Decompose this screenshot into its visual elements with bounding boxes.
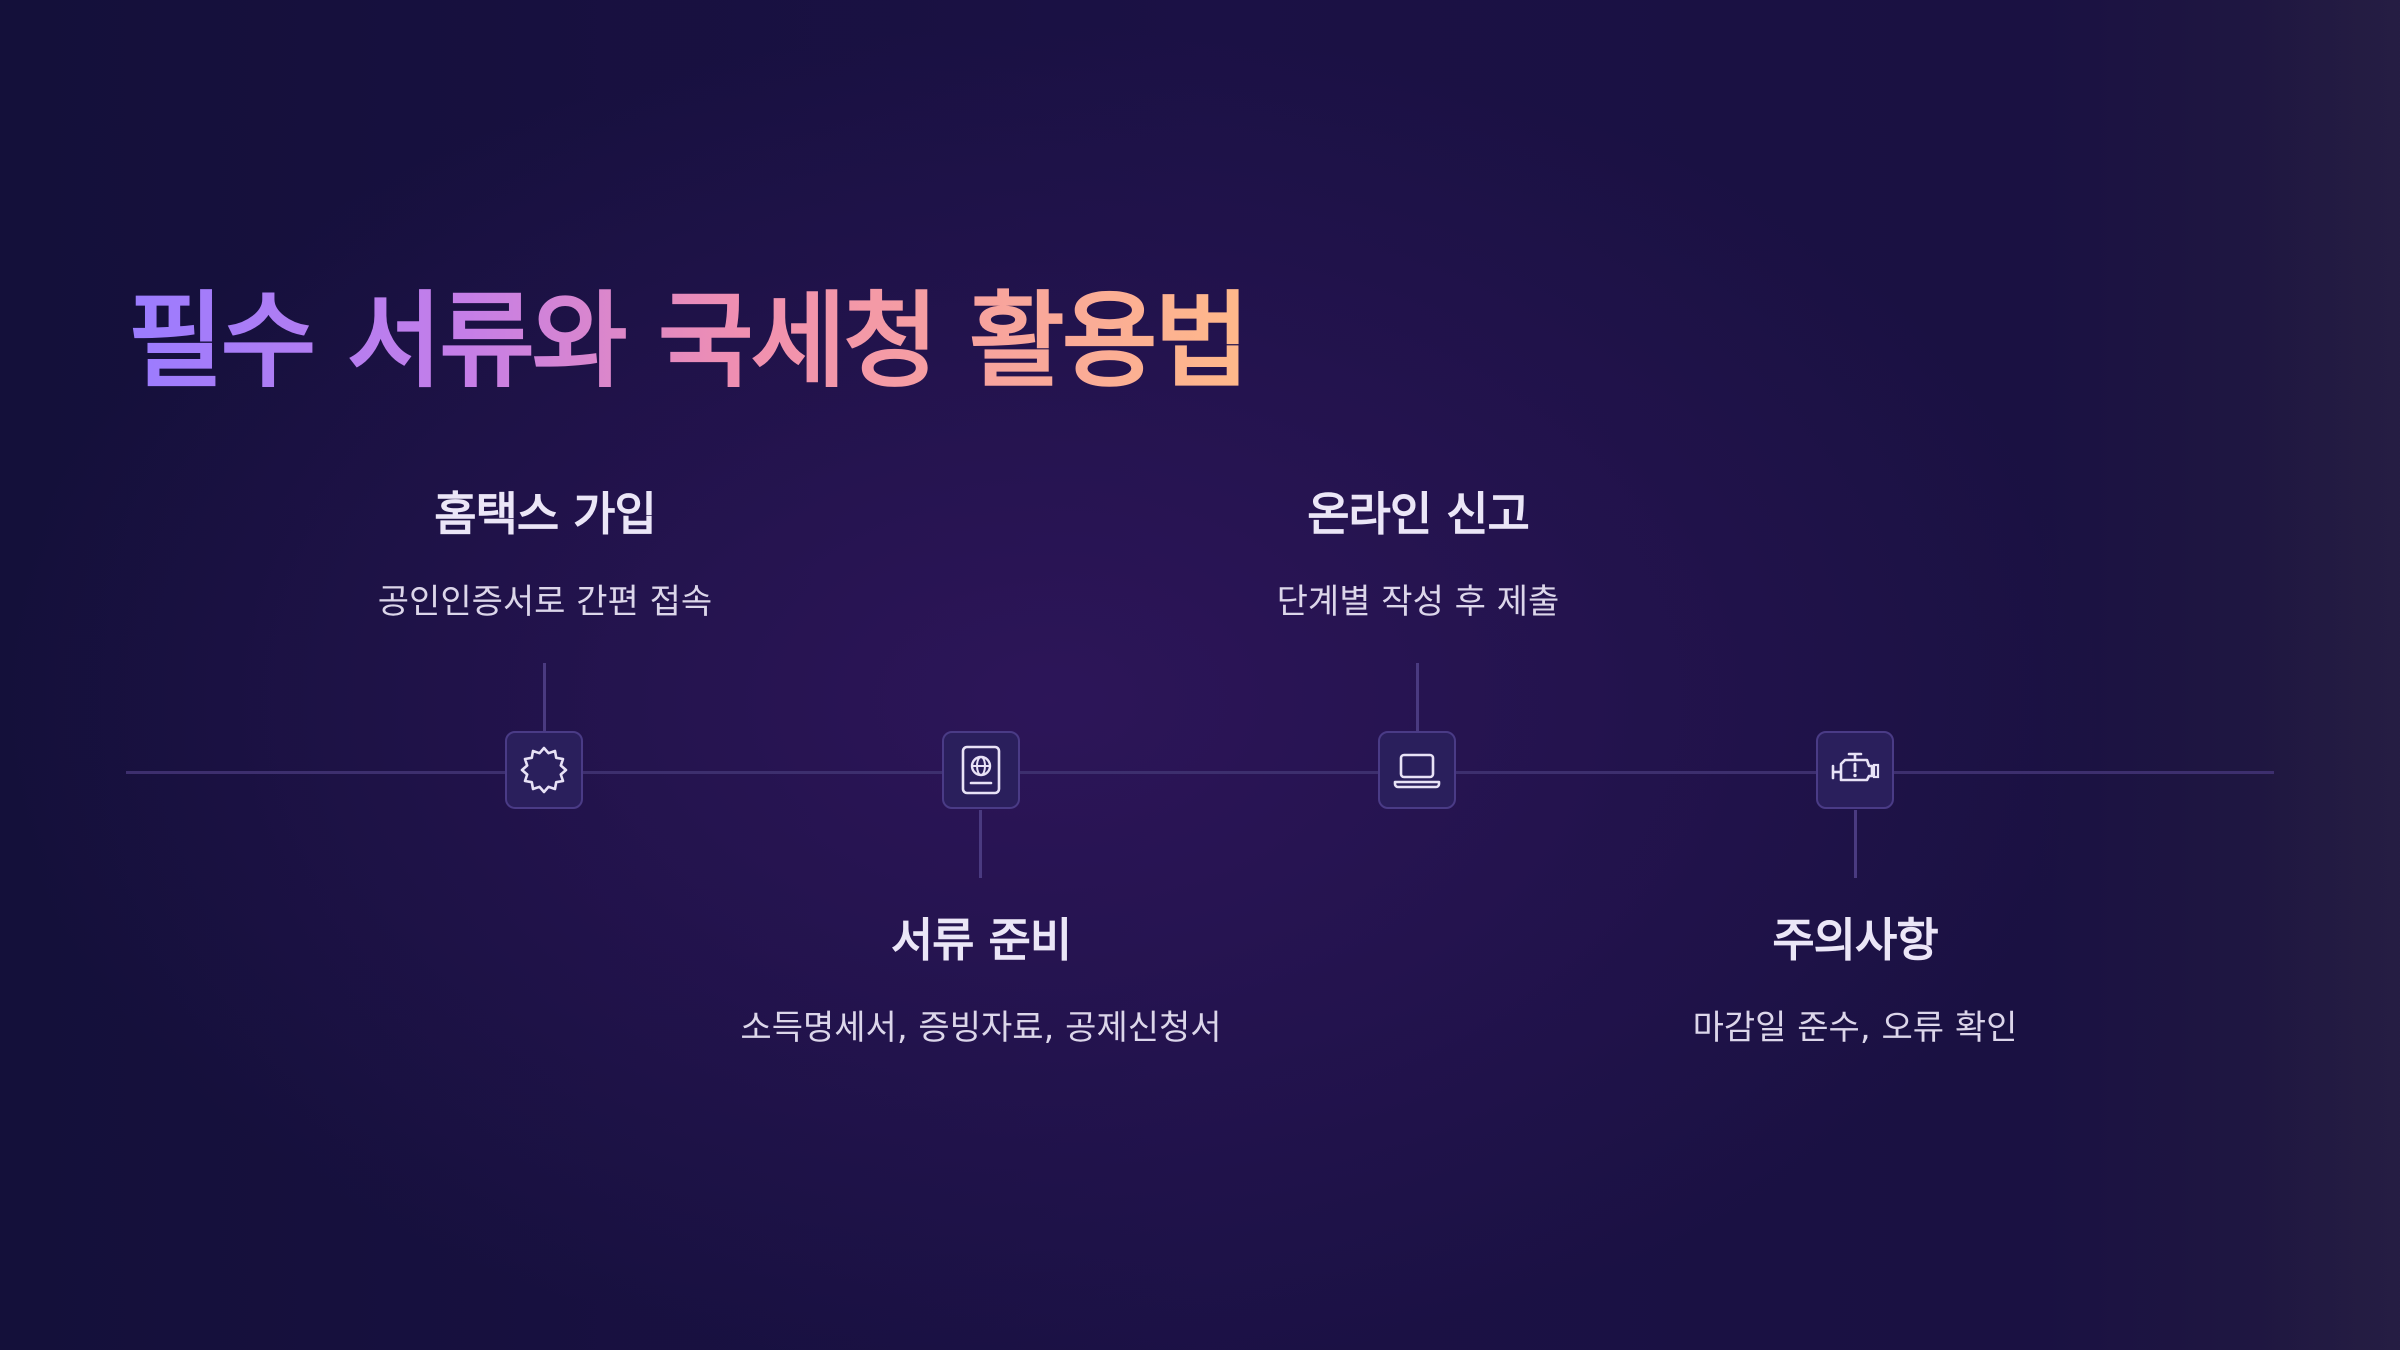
timeline-step-3: 온라인 신고 단계별 작성 후 제출 bbox=[1118, 478, 1718, 623]
laptop-icon bbox=[1393, 753, 1441, 789]
slide-title: 필수 서류와 국세청 활용법 bbox=[128, 280, 1250, 402]
step-title: 온라인 신고 bbox=[1307, 487, 1530, 541]
step-title: 홈택스 가입 bbox=[434, 487, 657, 541]
passport-icon bbox=[961, 745, 1001, 795]
step-title: 서류 준비 bbox=[890, 913, 1072, 967]
step-description: 소득명세서, 증빙자료, 공제신청서 bbox=[740, 1008, 1222, 1048]
step-description: 단계별 작성 후 제출 bbox=[1276, 582, 1560, 622]
timeline-step-4: 주의사항 마감일 준수, 오류 확인 bbox=[1555, 904, 2155, 1049]
connector-step-4 bbox=[1854, 810, 1857, 878]
timeline-node-2 bbox=[942, 731, 1020, 809]
connector-step-2 bbox=[979, 810, 982, 878]
badge-icon bbox=[520, 746, 568, 794]
step-description: 공인인증서로 간편 접속 bbox=[377, 582, 713, 622]
connector-step-1 bbox=[543, 663, 546, 731]
timeline-step-1: 홈택스 가입 공인인증서로 간편 접속 bbox=[245, 478, 845, 623]
connector-step-3 bbox=[1416, 663, 1419, 731]
timeline-node-1 bbox=[505, 731, 583, 809]
timeline-node-3 bbox=[1378, 731, 1456, 809]
step-description: 마감일 준수, 오류 확인 bbox=[1692, 1008, 2018, 1048]
timeline-node-4 bbox=[1816, 731, 1894, 809]
right-edge-shade bbox=[2260, 0, 2400, 1350]
step-title: 주의사항 bbox=[1772, 913, 1938, 967]
timeline-step-2: 서류 준비 소득명세서, 증빙자료, 공제신청서 bbox=[681, 904, 1281, 1049]
timeline-line bbox=[126, 771, 2274, 774]
engine-warning-icon bbox=[1831, 752, 1880, 782]
